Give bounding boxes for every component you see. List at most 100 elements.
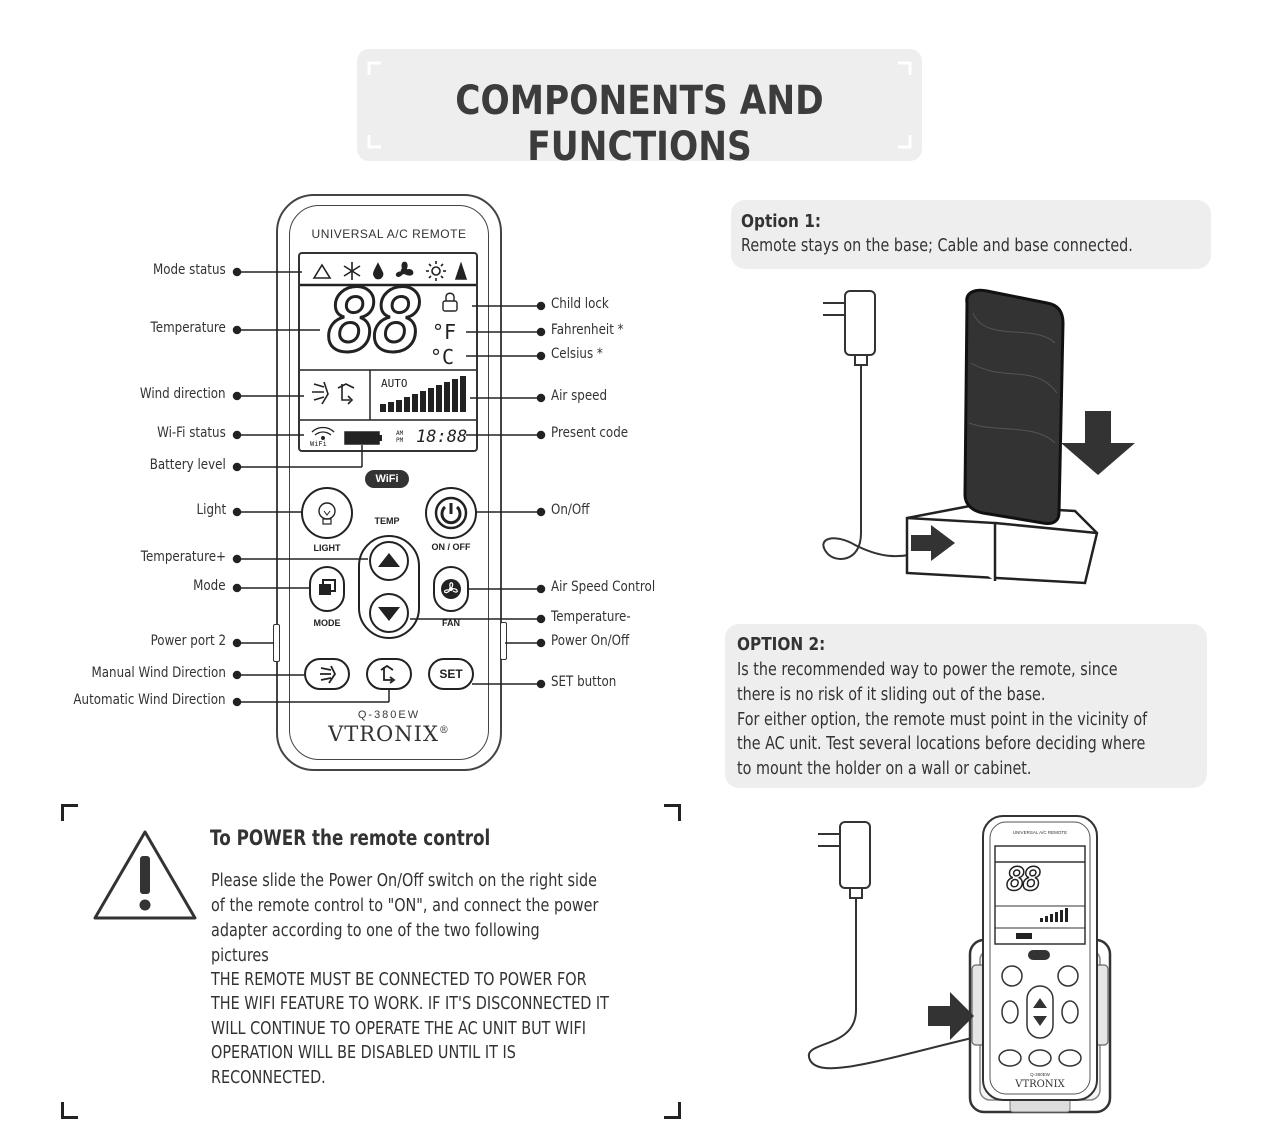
label-battery-level: Battery level: [149, 457, 226, 473]
title-corner-brackets: [367, 61, 912, 149]
warning-line: adapter according to one of the two foll…: [211, 920, 540, 941]
lcd-clock: 18:88: [416, 427, 468, 447]
power-adapter-icon: [818, 821, 871, 899]
label-fahrenheit: Fahrenheit *: [551, 322, 624, 338]
lcd-screen: [298, 252, 478, 452]
remote-body: [276, 194, 502, 771]
remote-on-base: [963, 288, 1065, 525]
option2-line: to mount the holder on a wall or cabinet…: [737, 759, 1032, 779]
arrow-right-icon: [928, 992, 974, 1040]
option1-text: Remote stays on the base; Cable and base…: [741, 236, 1133, 256]
option1-title: Option 1:: [741, 211, 822, 232]
child-lock-icon: [442, 292, 458, 312]
snowflake-icon: [343, 262, 361, 280]
label-temperature-plus: Temperature+: [140, 549, 226, 565]
label-temperature-minus: Temperature-: [551, 609, 631, 625]
warning-line: THE WIFI FEATURE TO WORK. IF IT'S DISCON…: [211, 993, 609, 1014]
wifi-status-icon: [311, 426, 335, 440]
option1-illustration: [822, 288, 1135, 585]
corner-bracket: [664, 1102, 681, 1119]
option2-line: For either option, the remote must point…: [737, 710, 1148, 730]
page-title: COMPONENTS AND FUNCTIONS: [455, 78, 824, 170]
label-power-port-2: Power port 2: [150, 633, 226, 649]
cable: [807, 898, 973, 1070]
label-set-button: SET button: [551, 674, 617, 690]
label-temperature: Temperature: [150, 320, 226, 336]
power-switch-slot: [500, 622, 507, 660]
warning-line: of the remote control to "ON", and conne…: [211, 895, 599, 916]
auto-wind-icon: [380, 664, 396, 684]
label-child-lock: Child lock: [551, 296, 609, 312]
manual-wind-icon: [320, 665, 337, 684]
power-adapter-icon: [823, 290, 876, 366]
option2-illustration: [807, 815, 1112, 1114]
small-remote-model: Q-380EW: [1030, 1072, 1050, 1077]
label-present-code: Present code: [551, 425, 629, 441]
label-air-speed: Air speed: [551, 388, 608, 404]
label-mode-status: Mode status: [153, 262, 226, 278]
cable: [822, 365, 926, 560]
warning-line: WILL CONTINUE TO OPERATE THE AC UNIT BUT…: [211, 1018, 587, 1039]
label-power-on-off: Power On/Off: [551, 633, 630, 649]
drop-icon: [373, 262, 384, 280]
arrow-down-icon: [1061, 411, 1135, 475]
lcd-celsius: °C: [430, 345, 455, 369]
label-automatic-wind-direction: Automatic Wind Direction: [73, 692, 226, 708]
option2-title: OPTION 2:: [737, 634, 826, 655]
warning-line: THE REMOTE MUST BE CONNECTED TO POWER FO…: [211, 969, 587, 990]
option2-line: Is the recommended way to power the remo…: [737, 660, 1118, 680]
fan-icon: [395, 261, 414, 277]
option2-line: the AC unit. Test several locations befo…: [737, 734, 1146, 754]
arrow-right-icon: [911, 525, 955, 561]
warning-line: RECONNECTED.: [211, 1067, 326, 1088]
temp-label: TEMP: [374, 516, 400, 526]
warning-line: pictures: [211, 945, 269, 966]
air-speed-bars: [380, 376, 466, 412]
auto-wind-button[interactable]: [366, 658, 412, 690]
corner-bracket: [61, 804, 78, 821]
battery-icon: [344, 431, 382, 445]
label-mode: Mode: [193, 578, 226, 594]
label-wifi-status: Wi-Fi status: [157, 425, 226, 441]
mode-icon: [319, 579, 336, 595]
set-button[interactable]: [428, 658, 474, 690]
label-light: Light: [196, 502, 226, 518]
label-celsius: Celsius *: [551, 346, 603, 362]
temperature-arrows: [369, 541, 409, 633]
title-banner: [357, 49, 922, 161]
sun-icon: [426, 261, 446, 281]
remote-header: UNIVERSAL A/C REMOTE: [311, 227, 467, 241]
brand-logo: VTRONIX®: [328, 722, 450, 746]
lcd-am-pm: AM PM: [396, 430, 404, 444]
small-remote-brand: VTRONIX: [1015, 1079, 1065, 1090]
option1-box: [731, 200, 1211, 269]
corner-bracket: [61, 1102, 78, 1119]
arrow-up-icon: [378, 553, 400, 567]
lcd-fahrenheit: °F: [432, 320, 457, 344]
small-remote-header: UNIVERSAL A/C REMOTE: [1012, 830, 1068, 835]
small-remote-digits: 88: [1005, 859, 1042, 899]
wind-direction-icons: [312, 381, 355, 405]
warning-line: OPERATION WILL BE DISABLED UNTIL IT IS: [211, 1042, 516, 1063]
light-button[interactable]: [301, 487, 353, 539]
corner-bracket: [664, 804, 681, 821]
on-off-label: ON / OFF: [431, 542, 471, 552]
mode-label: MODE: [313, 618, 341, 628]
option2-line: there is no risk of it sliding out of th…: [737, 685, 1046, 705]
lcd-graphics: [300, 261, 476, 445]
wifi-badge: WiFi: [365, 470, 409, 488]
auto-icon: [312, 263, 332, 279]
remote-face: [289, 205, 489, 760]
label-on-off: On/Off: [551, 502, 590, 518]
option2-box: [725, 624, 1207, 788]
fan-label: FAN: [442, 618, 460, 628]
set-label: SET: [439, 667, 463, 681]
water-icon: [454, 261, 468, 280]
model-number: Q-380EW: [357, 709, 421, 721]
label-manual-wind-direction: Manual Wind Direction: [91, 665, 226, 681]
label-wind-direction: Wind direction: [140, 386, 226, 402]
power-icon: [434, 496, 468, 530]
light-bulb-icon: [318, 502, 336, 525]
arrow-down-icon: [378, 607, 400, 621]
